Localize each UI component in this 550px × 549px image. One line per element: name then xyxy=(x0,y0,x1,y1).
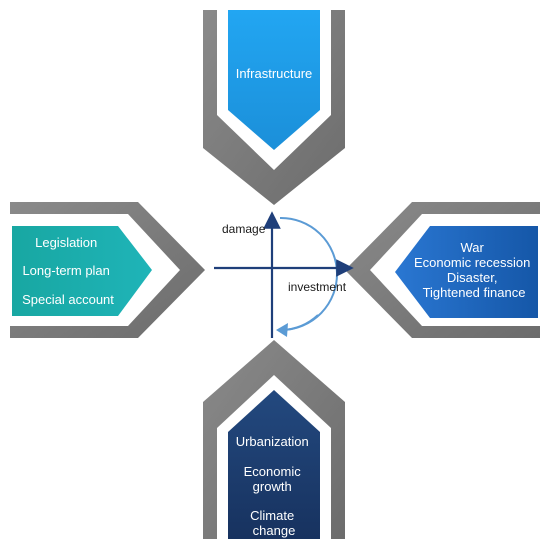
right-line: Disaster, xyxy=(447,270,498,285)
top-box-label: Infrastructure xyxy=(236,66,313,81)
top-chevron xyxy=(203,10,345,205)
y-axis-label: damage xyxy=(222,222,266,236)
bottom-line: Economic xyxy=(244,464,302,479)
bottom-line: growth xyxy=(253,479,292,494)
bottom-line: Climate xyxy=(250,508,294,523)
right-line: Tightened finance xyxy=(423,285,526,300)
left-line: Legislation xyxy=(35,235,97,250)
top-box xyxy=(228,10,320,150)
left-line: Special account xyxy=(22,292,114,307)
right-box xyxy=(395,226,538,318)
top-line: Infrastructure xyxy=(236,66,313,81)
left-line: Long-term plan xyxy=(22,263,109,278)
right-line: War xyxy=(461,240,485,255)
left-chevron xyxy=(10,202,205,338)
bottom-line: change xyxy=(253,523,296,538)
bottom-chevron xyxy=(203,340,345,539)
left-box xyxy=(12,226,152,316)
bottom-box-label: Urbanization Economic growth Climate cha… xyxy=(236,434,313,538)
bottom-line: Urbanization xyxy=(236,434,309,449)
right-line: Economic recession xyxy=(414,255,530,270)
cycle-arrowhead-icon xyxy=(276,323,288,337)
bottom-box xyxy=(228,390,320,539)
left-box-label: Legislation Long-term plan Special accou… xyxy=(22,235,114,307)
right-chevron xyxy=(345,202,540,338)
x-axis-label: investment xyxy=(288,280,347,294)
right-box-label: War Economic recession Disaster, Tighten… xyxy=(414,240,534,300)
cycle-circle xyxy=(279,216,338,331)
